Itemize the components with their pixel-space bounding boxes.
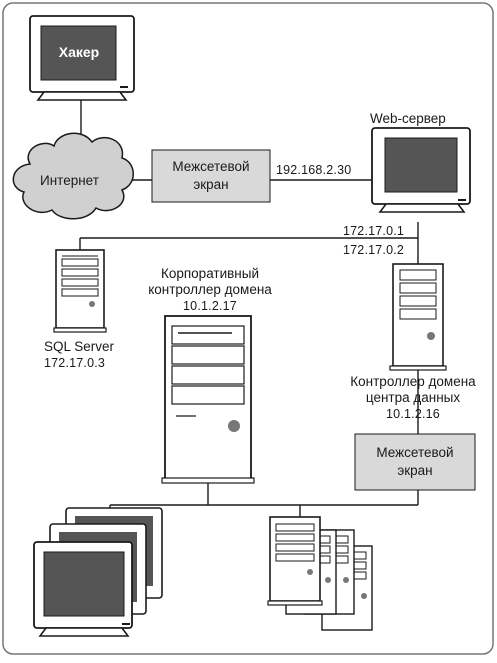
sql-server-ip: 172.17.0.3	[44, 356, 106, 370]
inner-firewall-label: Межсетевой экран	[355, 444, 475, 480]
datacenter-dc-line2: центра данных	[365, 390, 461, 405]
server-towers-group	[267, 516, 373, 631]
outer-firewall-line1: Межсетевой	[172, 159, 250, 174]
corp-dc-ip: 10.1.2.17	[183, 299, 237, 313]
outer-firewall-line2: экран	[193, 177, 229, 192]
server-tower-icon	[53, 249, 107, 333]
cloud-icon	[12, 132, 134, 220]
sql-server-name: SQL Server	[44, 339, 115, 354]
hacker-workstation	[29, 15, 135, 101]
inner-firewall-line2: экран	[397, 463, 433, 478]
web-server-ip-internal-1: 172.17.0.1	[343, 224, 405, 238]
connection-lines	[79, 100, 419, 517]
web-server-ip-external: 192.168.2.30	[276, 163, 352, 177]
diagram-frame	[2, 2, 494, 655]
datacenter-dc-line1: Контроллер домена	[350, 374, 476, 389]
firewall-icon	[151, 149, 271, 203]
corp-dc-label: Корпоративный контроллер домена 10.1.2.1…	[140, 266, 280, 314]
web-server-ip-internal-2: 172.17.0.2	[343, 243, 405, 257]
hacker-label: Хакер	[58, 44, 100, 60]
datacenter-dc-ip: 10.1.2.16	[386, 407, 440, 421]
web-server-monitor	[371, 127, 471, 213]
inner-firewall-line1: Межсетевой	[376, 445, 454, 460]
corp-dc-line2: контроллер домена	[148, 282, 272, 297]
sql-server-label: SQL Server 172.17.0.3	[44, 339, 114, 371]
corp-dc-line1: Корпоративный	[160, 266, 259, 281]
corp-dc-server	[161, 315, 255, 484]
outer-firewall-label: Межсетевой экран	[152, 158, 270, 194]
datacenter-dc-server	[389, 263, 447, 371]
web-server-label: Web-сервер	[370, 111, 446, 126]
internet-label: Интернет	[40, 173, 99, 188]
client-workstations	[33, 507, 163, 637]
datacenter-dc-label: Контроллер домена центра данных 10.1.2.1…	[338, 374, 488, 422]
firewall-icon	[354, 433, 476, 491]
